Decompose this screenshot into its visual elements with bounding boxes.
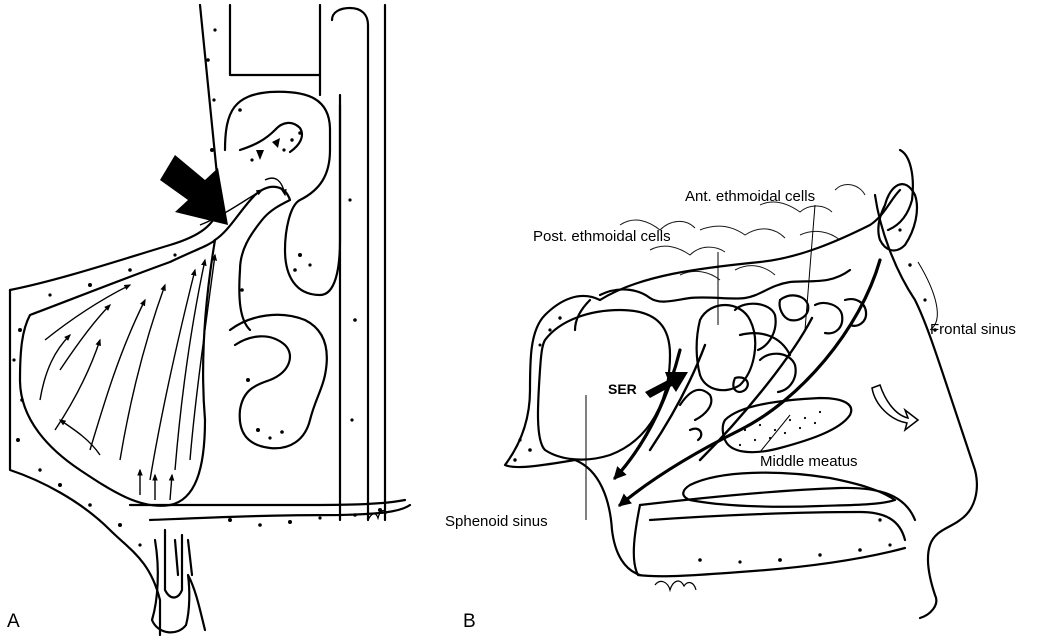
- label-ser: SER: [608, 381, 637, 397]
- panel-letter-a: A: [7, 611, 20, 632]
- panel-b-drawing: [503, 148, 978, 620]
- ser-arrow: [645, 372, 688, 398]
- leader-lines: [585, 204, 938, 520]
- panel-b-signature: [654, 580, 697, 593]
- panel-b-open-arrow: [871, 384, 920, 432]
- panel-b-speckle: [513, 228, 937, 564]
- label-sphenoid-sinus: Sphenoid sinus: [445, 513, 548, 530]
- label-post-ethmoidal-cells: Post. ethmoidal cells: [533, 228, 671, 245]
- panel-a-ostium-marks: [256, 138, 280, 160]
- panel-a-drawing: [8, 3, 412, 637]
- label-ant-ethmoidal-cells: Ant. ethmoidal cells: [685, 188, 816, 205]
- label-frontal-sinus: Frontal sinus: [930, 321, 1016, 338]
- panel-b-drainage-arrows: [613, 258, 882, 507]
- label-middle-meatus: Middle meatus: [760, 453, 858, 470]
- panel-a-flow-arrows: [39, 177, 287, 501]
- panel-a-block-arrow: [160, 155, 228, 225]
- panel-a-bone-texture: [12, 28, 382, 547]
- panel-a-signature: [367, 509, 387, 521]
- panel-b-texture: [619, 184, 866, 281]
- panel-letter-b: B: [463, 611, 476, 632]
